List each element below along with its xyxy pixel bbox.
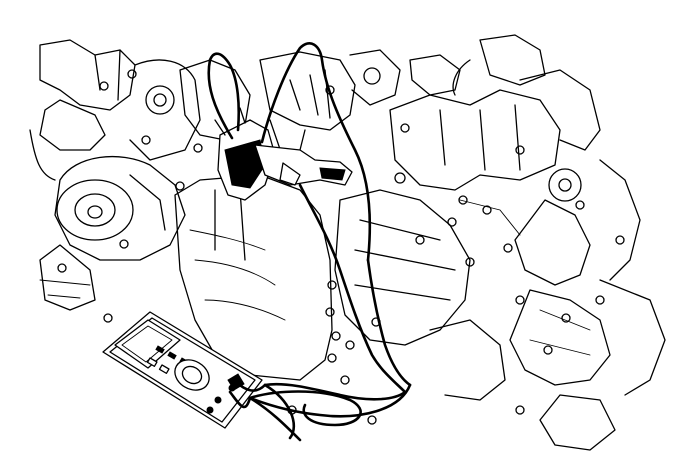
engine-block-drawing [29,34,666,451]
bolt-heads [57,69,625,425]
timing-light-clamp [214,107,353,201]
digital-multimeter [102,311,267,429]
test-leads [207,42,412,442]
